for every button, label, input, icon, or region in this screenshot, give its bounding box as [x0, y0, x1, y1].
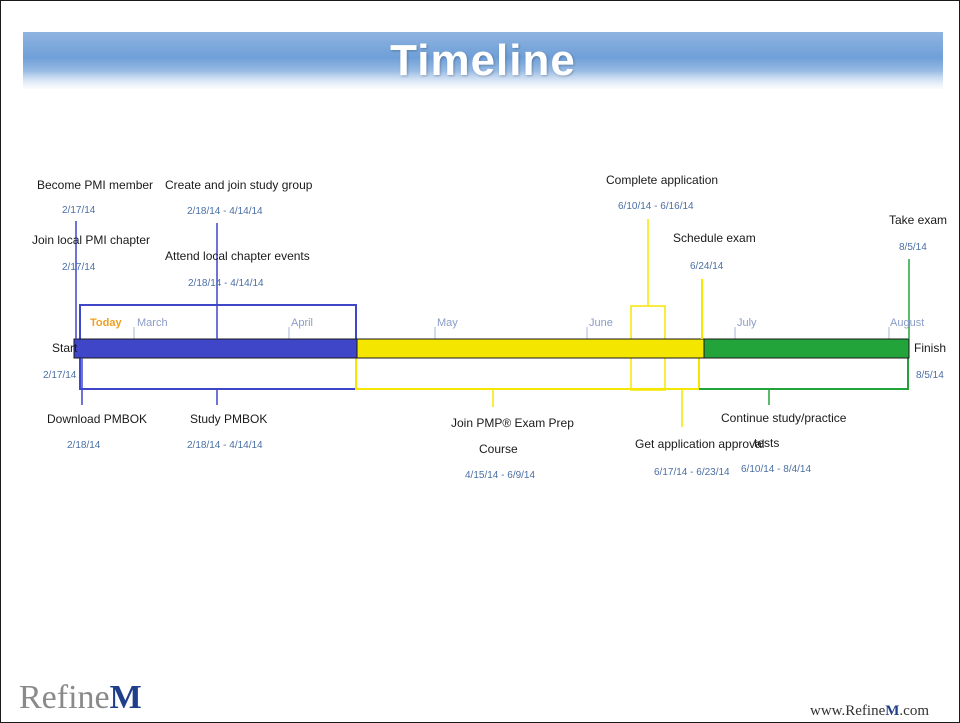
- milestone-label: Join PMP® Exam Prep: [451, 416, 574, 430]
- milestone-label: Complete application: [606, 173, 718, 187]
- milestone-label: Join local PMI chapter: [32, 233, 150, 247]
- finish-label: Finish: [914, 341, 946, 355]
- milestone-date: 2/18/14: [67, 440, 101, 451]
- milestone-date: 2/18/14 - 4/14/14: [187, 206, 263, 217]
- milestone-label: Create and join study group: [165, 178, 313, 192]
- timeline-bar-yellow: [356, 338, 705, 359]
- milestone-label: Attend local chapter events: [165, 249, 310, 263]
- milestone-date: 2/18/14 - 4/14/14: [188, 278, 264, 289]
- finish-date: 8/5/14: [916, 370, 944, 381]
- month-label: July: [737, 317, 757, 329]
- milestone-date: 4/15/14 - 6/9/14: [465, 470, 535, 481]
- milestone-date: 2/17/14: [62, 205, 96, 216]
- start-date: 2/17/14: [43, 370, 77, 381]
- milestone-date: 6/24/14: [690, 261, 724, 272]
- milestone-label: Study PMBOK: [190, 412, 267, 426]
- timeline-bar-blue: [73, 338, 358, 359]
- phase-bracket-yellow: [355, 339, 700, 390]
- milestone-label: Download PMBOK: [47, 412, 147, 426]
- milestone-label: Continue study/practice: [721, 411, 847, 425]
- milestone-date: 6/10/14 - 6/16/14: [618, 201, 694, 212]
- month-label: August: [890, 317, 924, 329]
- milestone-date: 2/18/14 - 4/14/14: [187, 440, 263, 451]
- milestone-label: Schedule exam: [673, 231, 756, 245]
- month-label: June: [589, 317, 613, 329]
- milestone-date: 8/5/14: [899, 242, 927, 253]
- milestone-date: 6/10/14 - 8/4/14: [741, 464, 811, 475]
- month-ticks: [133, 327, 890, 339]
- month-label: May: [437, 317, 458, 329]
- footer-url: www.RefineM.com: [809, 703, 929, 719]
- title-bar: Timeline: [23, 32, 943, 89]
- milestone-label: Become PMI member: [37, 178, 153, 192]
- milestone-date: 2/17/14: [62, 262, 96, 273]
- milestone-label-line2: Course: [479, 442, 518, 456]
- milestone-date: 6/17/14 - 6/23/14: [654, 467, 730, 478]
- month-label: April: [291, 317, 313, 329]
- milestone-label: Take exam: [889, 213, 947, 227]
- milestone-label: Get application approval: [635, 437, 764, 451]
- milestone-label-line2: tests: [754, 436, 779, 450]
- month-label: March: [137, 317, 168, 329]
- today-marker: Today: [90, 317, 122, 329]
- refinem-logo: RefineM: [19, 679, 142, 716]
- start-label: Start: [52, 341, 78, 355]
- slide-title: Timeline: [390, 36, 576, 85]
- timeline-bar-green: [703, 338, 910, 359]
